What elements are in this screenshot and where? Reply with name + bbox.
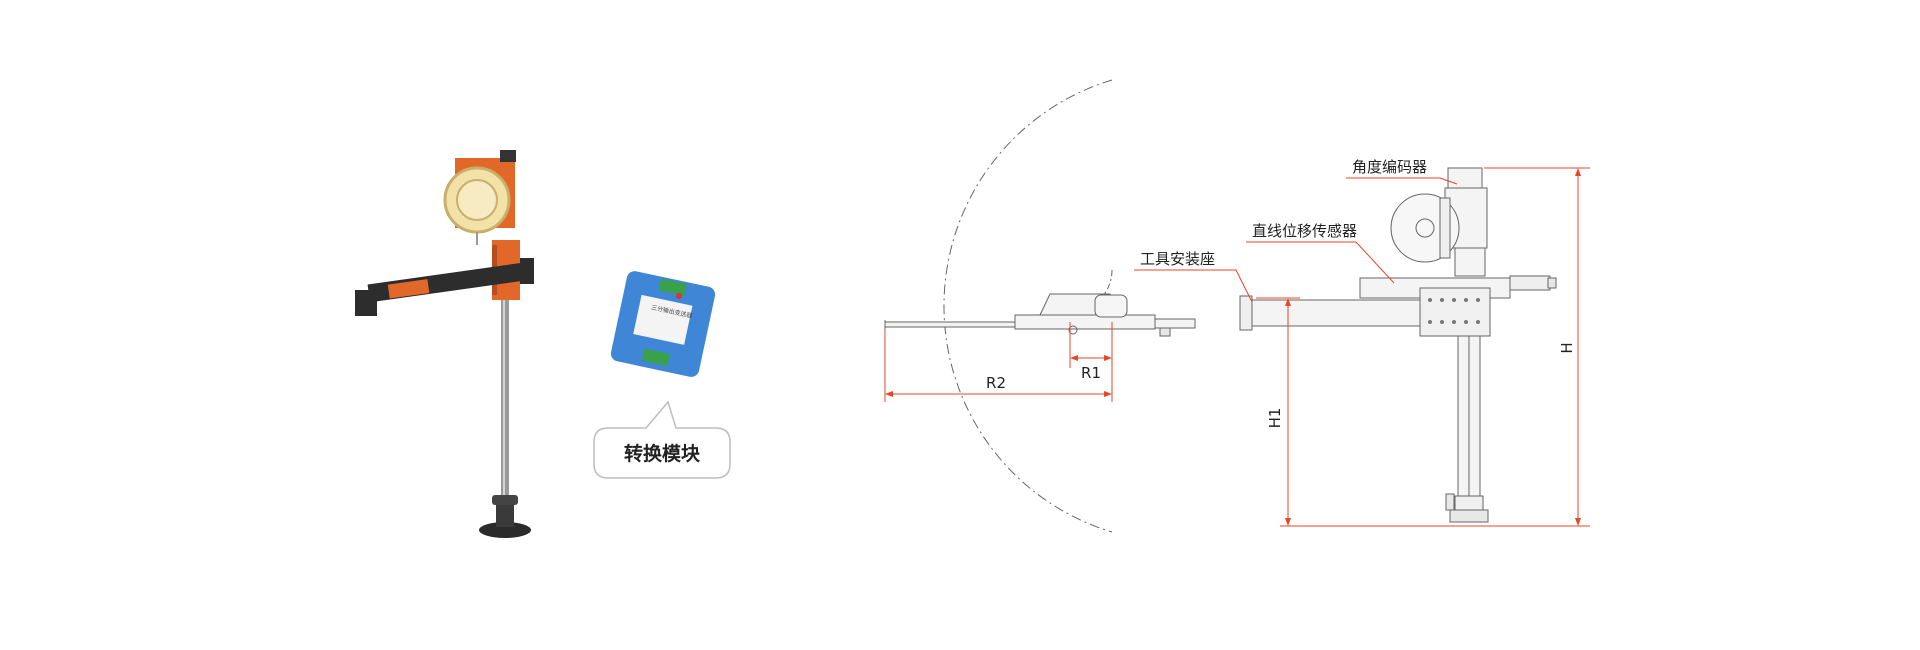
angle-encoder-label: 角度编码器 — [1352, 158, 1427, 176]
h-label: H — [1558, 342, 1576, 353]
arm-end-clamp — [355, 290, 377, 316]
joint-bolts — [1428, 298, 1480, 324]
balancer-cap — [500, 150, 516, 162]
r2-arrow-right — [1104, 391, 1112, 397]
balancer-bracket — [1439, 197, 1451, 259]
h-arrow-bottom — [1575, 518, 1581, 526]
module-label-area — [633, 294, 693, 345]
h-dimension: H — [1280, 167, 1590, 527]
tool-mount-leader — [1134, 269, 1253, 303]
angle-encoder-leader — [1346, 177, 1458, 185]
top-view-drawing — [884, 79, 1196, 533]
balancer-inner — [456, 179, 498, 221]
module-terminal-top — [658, 278, 687, 296]
h1-dimension: H1 — [1256, 297, 1300, 526]
joint-block — [1419, 287, 1491, 337]
torque-arm-product — [355, 150, 534, 538]
h1-label: H1 — [1266, 408, 1284, 429]
arm-housing — [1014, 314, 1156, 330]
base-plate — [479, 522, 531, 538]
base-knob — [492, 495, 518, 505]
side-arm — [1249, 299, 1421, 327]
arm-rod — [884, 321, 1026, 328]
r2-label: R2 — [986, 374, 1006, 392]
arm-end-pivot — [1094, 294, 1128, 318]
side-base-knob — [1445, 493, 1455, 511]
side-view-drawing — [1239, 167, 1557, 523]
r2-arc — [943, 79, 1113, 533]
h1-arrow-bottom — [1285, 518, 1291, 526]
linear-sensor-leader — [1246, 241, 1395, 284]
module-terminal-bottom — [641, 348, 670, 366]
encoder-cap — [1447, 167, 1483, 189]
top-rail-cap — [1547, 277, 1557, 289]
callout-label: 转换模块 — [624, 442, 701, 465]
arm-tail — [1154, 318, 1196, 329]
r1-arrow-left — [1070, 355, 1078, 361]
side-view-labels: 角度编码器 直线位移传感器 工具安装座 — [1134, 158, 1458, 303]
arm-back-end — [520, 258, 534, 284]
callout-bubble — [593, 400, 731, 479]
arm-orange-block — [387, 279, 430, 299]
r1-arrow-right — [1104, 355, 1112, 361]
side-base-collar — [1454, 495, 1484, 511]
pivot-screw — [1068, 325, 1078, 335]
base-hub — [496, 505, 514, 527]
side-balancer-hub — [1415, 218, 1435, 238]
converter-module: 三分输出变送器 — [610, 271, 716, 377]
column-highlight — [503, 290, 505, 495]
column-upper — [1454, 247, 1486, 277]
side-arm-end — [1239, 295, 1253, 331]
h-arrow-top — [1575, 168, 1581, 176]
module-led — [676, 293, 682, 299]
top-rail-end — [1509, 275, 1551, 291]
r2-arrow-left — [885, 391, 893, 397]
converter-callout: 转换模块 — [593, 400, 731, 479]
linear-sensor-label: 直线位移传感器 — [1252, 222, 1357, 240]
r2-dimension: R2 — [884, 330, 1113, 402]
tool-mount-label: 工具安装座 — [1140, 250, 1215, 268]
h1-arrow-top — [1285, 298, 1291, 306]
side-base-plate — [1449, 509, 1489, 523]
r1-label: R1 — [1081, 364, 1101, 382]
arm-tail-foot — [1159, 327, 1171, 337]
r1-dimension: R1 — [1069, 322, 1113, 382]
